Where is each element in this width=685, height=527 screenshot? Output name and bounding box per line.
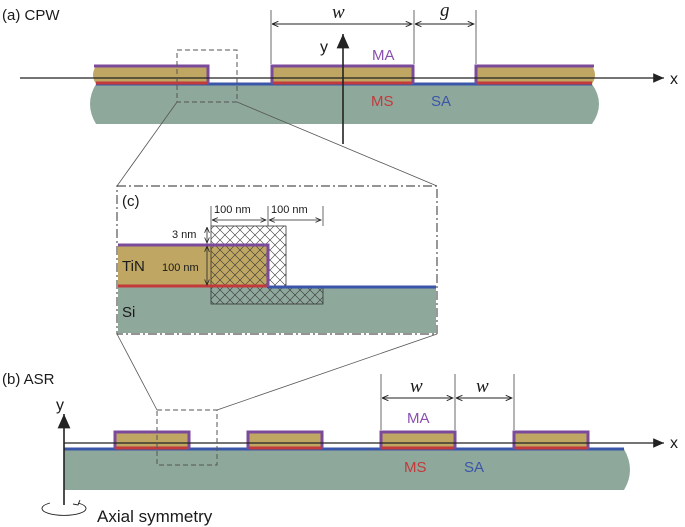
cpw-ms-label: MS xyxy=(371,93,394,110)
zoom-dim-height-label: 100 nm xyxy=(162,262,199,274)
zoom-dim-right-label: 100 nm xyxy=(271,204,308,216)
asr-x-axis-label: x xyxy=(670,435,678,452)
cpw-x-axis-label: x xyxy=(670,71,678,88)
cpw-substrate xyxy=(90,84,599,124)
cpw-sa-label: SA xyxy=(431,93,451,110)
zoom-connector-right xyxy=(236,101,438,187)
zoom-connector-lower-right xyxy=(216,333,438,411)
axial-symmetry-icon xyxy=(41,502,87,516)
zoom-dim-thin-label: 3 nm xyxy=(172,229,196,241)
cpw-right-ground xyxy=(474,64,595,85)
zoom-dim-left-label: 100 nm xyxy=(214,204,251,216)
asr-strip-3 xyxy=(379,430,457,450)
panel-a: (a) CPW x y w xyxy=(2,0,678,144)
panel-a-label: (a) CPW xyxy=(2,7,60,24)
asr-strip-2 xyxy=(246,430,324,450)
asr-w1-label: w xyxy=(410,376,423,397)
asr-y-axis-label: y xyxy=(56,397,64,414)
axial-symmetry-label: Axial symmetry xyxy=(97,507,213,526)
zoom-substrate-label: Si xyxy=(122,304,135,321)
asr-ms-label: MS xyxy=(404,459,427,476)
asr-sa-label: SA xyxy=(464,459,484,476)
asr-ma-label: MA xyxy=(407,410,430,427)
cpw-left-ground xyxy=(93,64,210,85)
cpw-w-label: w xyxy=(332,2,345,23)
panel-b-label: (b) ASR xyxy=(2,371,55,388)
cpw-ma-label: MA xyxy=(372,47,395,64)
cpw-y-axis-label: y xyxy=(320,39,328,56)
zoom-hatch-lower xyxy=(210,286,324,305)
zoom-ma-line xyxy=(118,243,270,287)
cpw-g-label: g xyxy=(440,0,450,21)
asr-zoom-box xyxy=(156,409,218,466)
panel-c-label: (c) xyxy=(122,193,140,210)
asr-w2-label: w xyxy=(476,376,489,397)
zoom-hatch-upper xyxy=(210,225,287,288)
zoom-connector-left xyxy=(116,101,178,187)
asr-strip-1 xyxy=(113,430,191,450)
axial-symmetry-arrowhead xyxy=(72,499,81,506)
asr-strip-4 xyxy=(512,430,590,450)
zoom-metal-label: TiN xyxy=(122,258,145,275)
zoom-connector-lower-left xyxy=(116,333,158,411)
panel-b: (b) ASR x y xyxy=(2,371,678,526)
asr-substrate xyxy=(64,449,630,490)
panel-c: (c) 100 nm 100 nm 3 nm 100 nm TiN Si xyxy=(116,185,438,335)
